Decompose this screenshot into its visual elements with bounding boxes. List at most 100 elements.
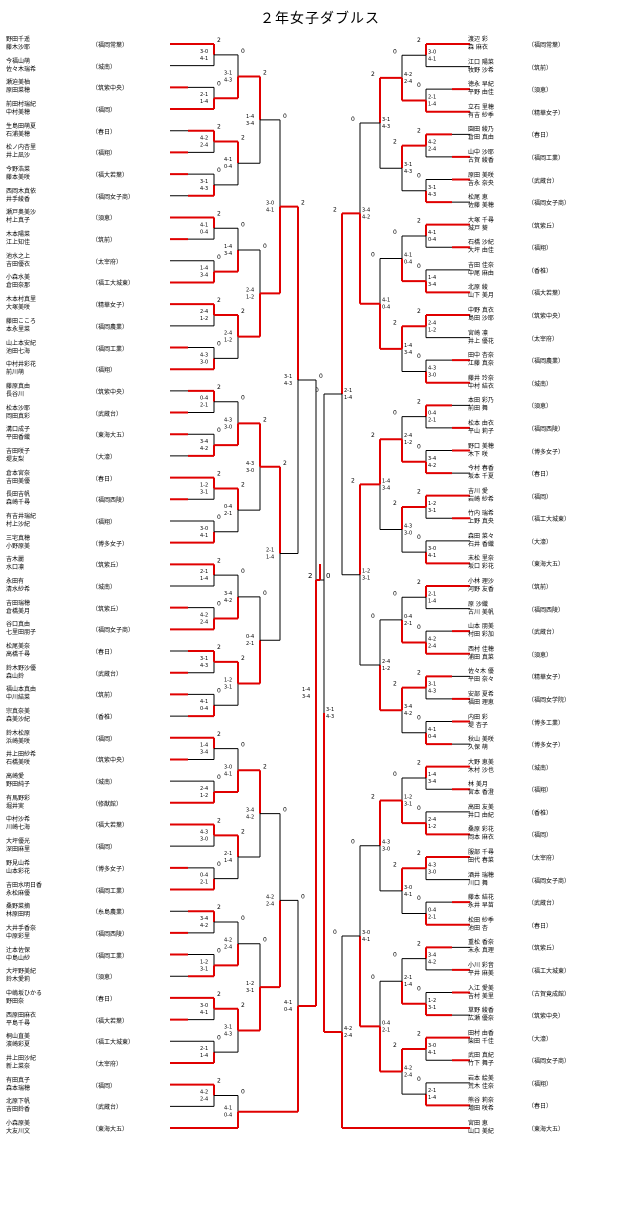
set-count: 0 [217,1034,221,1041]
set-count: 2 [241,481,245,488]
set-count: 0 [351,116,355,123]
player-names: 松尾美奈高橋千尋 [6,643,30,659]
team-name: （香椎） [528,267,553,275]
match-score: 1-4 [302,687,310,693]
entry-row: 入江 愛美吉村 美里（古賀竟成館） [468,983,640,1003]
player-1-name: 西原田麻衣 [6,1011,37,1019]
set-count: 2 [393,319,397,326]
player-1-name: 永田有 [6,578,25,585]
entry-row: 倉本宮奈吉田美優（春日） [0,468,170,488]
match-score: 3-4 [200,273,208,279]
team-name: （福工大城東） [528,516,571,524]
player-2-name: 村上沙紀 [6,520,31,528]
team-name: （博多女子） [92,540,129,548]
set-count: 2 [217,644,221,651]
match-score: 1-4 [200,743,208,749]
player-names: 野口 美穂木下 咲 [468,443,494,459]
player-2-name: 坂本 千夏 [468,473,494,481]
match-score: 2-1 [200,880,208,886]
player-2-name: 池田 杏 [468,924,488,932]
set-count: 0 [283,807,287,814]
set-count: 2 [241,828,245,835]
player-2-name: 川崎七海 [6,824,31,832]
team-name: （福大若葉） [92,172,129,180]
player-1-name: 藤本 結花 [468,894,494,902]
entry-row: 木本村真里大塚美咲（精華女子） [0,294,170,314]
match-score: 3-0 [362,930,370,936]
match-score: 2-4 [200,309,208,315]
set-count: 0 [351,839,355,846]
entry-row: 藤田こころ本永里菜（福岡農業） [0,316,170,336]
team-name: （福工大城東） [92,1039,135,1047]
player-names: 中野 真衣島田 沙耶 [468,307,494,323]
player-names: 吉川 愛岩崎 紗希 [468,488,494,504]
set-count: 0 [371,613,375,620]
match-score: 4-2 [246,815,254,821]
match-score: 4-3 [382,124,390,130]
player-1-name: 松尾 恵 [468,194,488,202]
match-score: 3-0 [428,372,436,378]
player-1-name: 江口 陽菜 [468,58,494,66]
player-names: 西岡木真依井手綾香 [6,188,36,204]
player-2-name: 濱崎彩夏 [6,1041,31,1049]
match-score: 1-2 [404,440,412,446]
team-name: （筑前） [92,692,117,700]
set-count: 0 [241,915,245,922]
match-score: 1-2 [362,569,370,575]
entry-row: 木本陽菜江上知佳（筑前） [0,229,170,249]
set-count: 0 [217,601,221,608]
entry-row: 武田 真紀竹下 舞子（福岡女子商） [468,1050,640,1070]
set-count: 0 [417,624,421,631]
player-names: 重松 香奈末永 真理 [468,939,494,955]
set-count: 2 [393,139,397,146]
team-name: （筑前） [528,584,553,591]
team-name: （福岡） [92,844,117,852]
player-2-name: 末永 真理 [468,947,494,955]
team-name: （博多工業） [528,719,565,727]
set-count: 2 [371,794,375,801]
player-1-name: 松ノ内杏里 [6,144,37,152]
team-name: （筑紫丘） [92,562,123,570]
match-score: 1-4 [344,395,352,401]
match-score: 3-0 [428,1043,436,1049]
set-count: 2 [241,655,245,662]
player-2-name: 七里田朋子 [6,629,37,637]
entry-row: 松尾 恵佐藤 美穂（福岡女子商） [468,192,640,212]
player-2-name: 江上知佳 [6,239,31,247]
player-2-name: 平田香織 [6,434,31,442]
team-name: （福岡農業） [528,358,565,366]
match-score: 2-4 [404,1073,412,1079]
player-names: 永田有清水紗希 [6,578,30,594]
player-1-name: 瀬迫美柚 [6,79,31,87]
match-score: 1-4 [428,598,436,604]
match-score: 3-1 [200,656,208,662]
match-score: 2-4 [224,945,232,951]
player-1-name: 吉田水明日香 [6,881,43,889]
player-2-name: 宮本 香澄 [468,789,494,797]
match-score: 0-4 [428,237,436,243]
player-names: 北原下帆吉田鈴香 [6,1098,30,1114]
set-count: 2 [217,297,221,304]
player-2-name: 森 麻衣 [468,44,488,51]
entry-row: 林 美月宮本 香澄（福翔） [468,779,640,799]
set-count: 0 [263,243,267,250]
entry-row: 溝口成子平田香織（東海大五） [0,424,170,444]
set-count: 0 [217,80,221,87]
team-name: （春日） [92,649,117,657]
team-name: （須恵） [92,974,117,982]
match-score: 4-1 [428,56,436,62]
match-score: 2-1 [344,388,352,394]
player-1-name: 井上田紗希 [6,751,37,759]
team-name: （福大若葉） [92,822,129,830]
team-name: （福翔） [528,245,553,253]
player-names: 酒井 瑞穂川口 舞 [468,872,494,888]
set-count: 2 [393,500,397,507]
player-1-name: 渡辺 彩 [468,36,488,43]
match-score: 4-1 [224,771,232,777]
team-name: （武蔵台） [92,410,123,418]
player-1-name: 石橋 沙紀 [468,239,494,247]
entry-row: 宮崎 凛井上 優花（太宰府） [468,328,640,348]
team-name: （福岡西陵） [528,606,565,614]
set-count: 2 [417,398,421,405]
team-name: （福岡女子商） [528,1058,571,1066]
